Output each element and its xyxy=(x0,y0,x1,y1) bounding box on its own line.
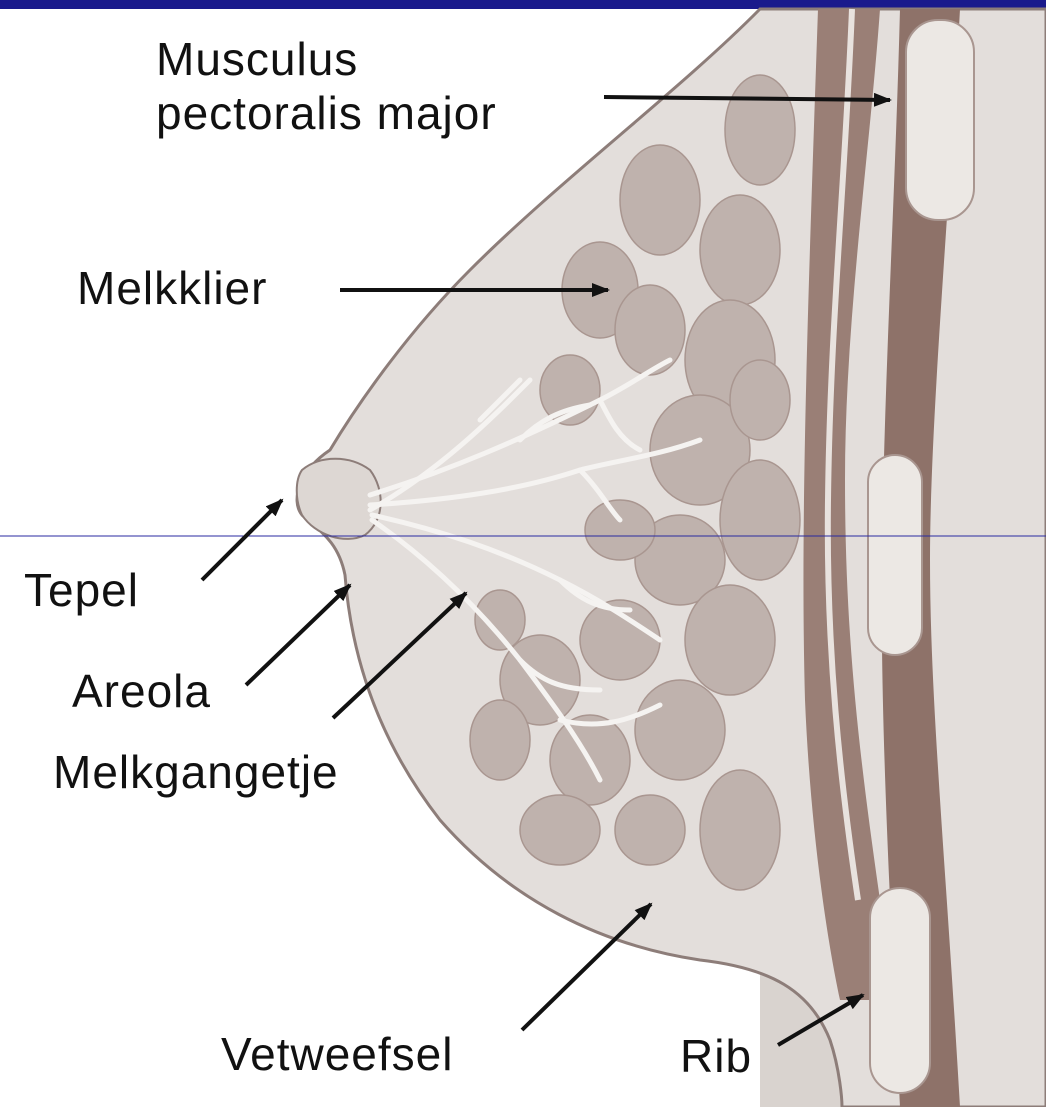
label-melkgangetje: Melkgangetje xyxy=(53,749,339,795)
label-musculus-line2: pectoralis major xyxy=(156,86,497,140)
label-musculus-line1: Musculus xyxy=(156,32,497,86)
label-musculus-pectoralis-major: Musculus pectoralis major xyxy=(156,32,497,141)
label-areola: Areola xyxy=(72,668,211,714)
label-vetweefsel: Vetweefsel xyxy=(221,1031,453,1077)
nipple xyxy=(297,459,381,539)
label-tepel: Tepel xyxy=(24,567,139,613)
label-melkklier: Melkklier xyxy=(77,265,267,311)
label-rib: Rib xyxy=(680,1033,752,1079)
